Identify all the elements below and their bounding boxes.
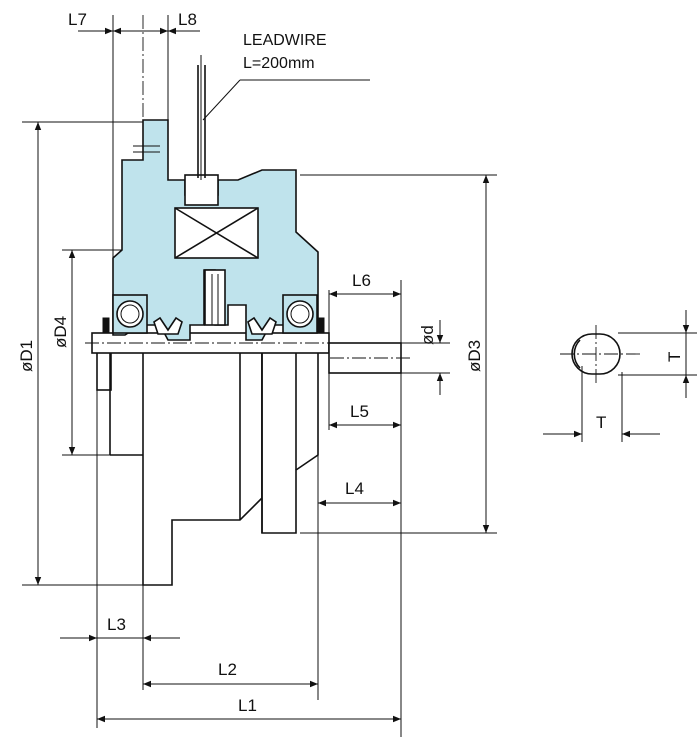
left-snap-ring <box>102 317 110 333</box>
dim-l5: L5 <box>328 373 402 737</box>
d4-label: øD4 <box>51 316 70 348</box>
d1-label: øD1 <box>17 340 36 372</box>
l3-label: L3 <box>107 615 126 634</box>
dim-d4: øD4 <box>51 249 122 456</box>
unit-body <box>91 119 402 586</box>
front-flange <box>96 349 112 391</box>
t-vertical-label: T <box>665 352 684 362</box>
right-seal <box>247 316 277 335</box>
l7-label: L7 <box>68 10 87 29</box>
dim-small-d: ød <box>401 320 450 395</box>
d-small-label: ød <box>418 325 437 345</box>
d3-label: øD3 <box>465 340 484 372</box>
armature-hub <box>204 269 226 326</box>
dim-l2: L2 <box>143 660 318 688</box>
dim-l1: L1 <box>97 696 401 723</box>
t-horizontal-label: T <box>596 413 606 432</box>
l4-label: L4 <box>345 479 364 498</box>
l1-label: L1 <box>238 696 257 715</box>
l5-label: L5 <box>350 402 369 421</box>
right-bearing <box>282 294 318 334</box>
dim-l3: L3 <box>60 390 180 728</box>
leadwire-label: LEADWIRE <box>243 32 327 49</box>
leadwire <box>197 55 370 180</box>
l2-label: L2 <box>218 660 237 679</box>
leadwire-length-label: L=200mm <box>243 55 315 72</box>
shaft-end-view: T T <box>543 310 697 442</box>
left-seal <box>153 316 183 335</box>
l6-label: L6 <box>352 271 371 290</box>
dim-d3: øD3 <box>300 174 497 534</box>
dim-d1: øD1 <box>17 121 143 586</box>
left-bearing <box>112 294 148 334</box>
rear-hub <box>261 349 319 534</box>
dim-l6: L6 <box>328 271 402 343</box>
dim-l4: L4 <box>317 455 401 700</box>
right-snap-ring <box>317 317 325 333</box>
dim-l7-l8: L7 L8 <box>68 10 200 258</box>
l8-label: L8 <box>178 10 197 29</box>
